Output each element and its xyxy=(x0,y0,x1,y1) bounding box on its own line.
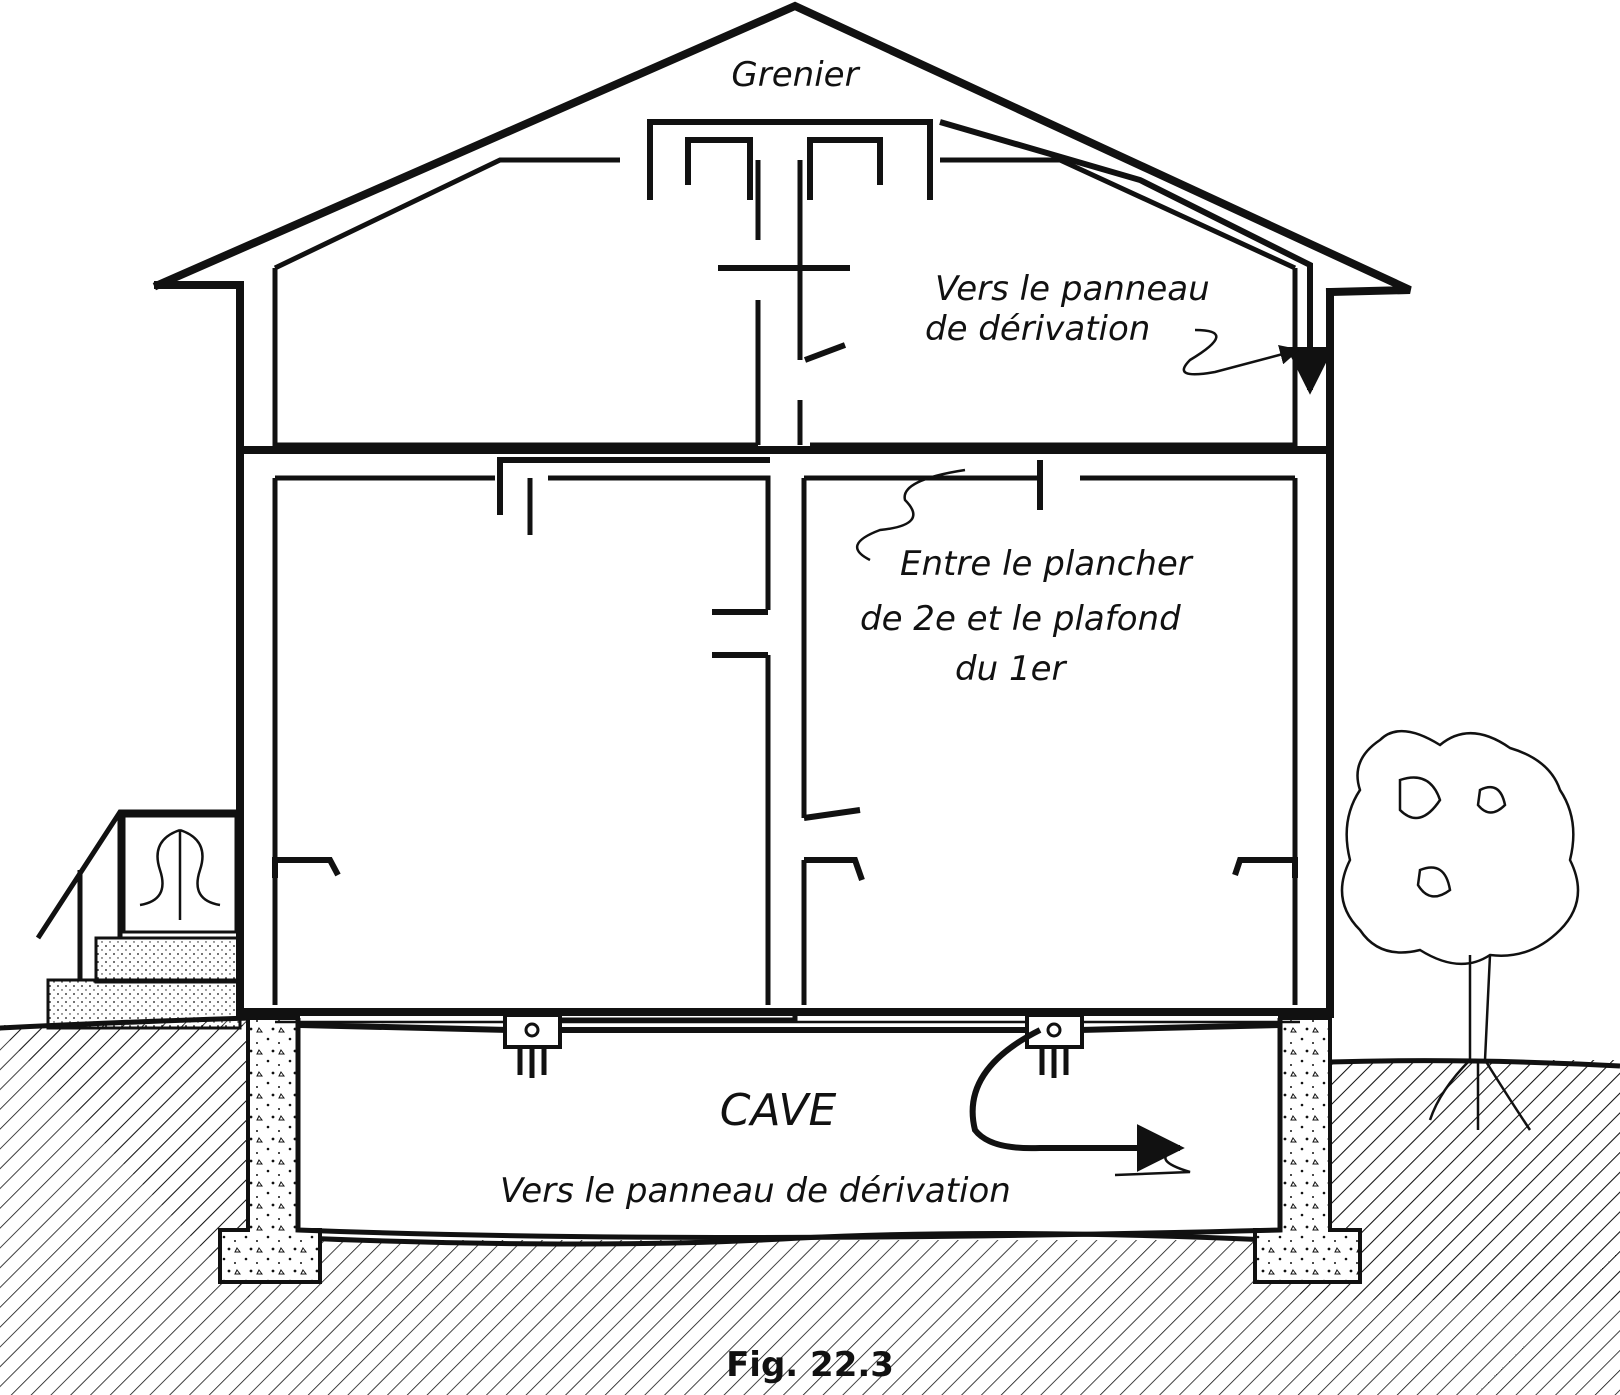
basement xyxy=(295,1018,1283,1240)
to-panel-top-label-line1: Vers le panneau xyxy=(935,269,1210,309)
duct-runs xyxy=(272,119,1334,1033)
attic-label: Grenier xyxy=(731,55,860,95)
annotation-leaders xyxy=(856,328,1300,1177)
porch-stairs xyxy=(35,809,242,1030)
to-panel-bottom-label: Vers le panneau de dérivation xyxy=(500,1171,1011,1211)
house-shell xyxy=(152,1,1412,1024)
between-floors-label-line1: Entre le plancher xyxy=(900,544,1194,584)
tree xyxy=(1340,729,1580,1131)
between-floors-label-line2: de 2e et le plafond xyxy=(860,599,1181,639)
junction-box-right xyxy=(969,1013,1185,1172)
to-panel-top-label-line2: de dérivation xyxy=(925,309,1150,349)
basement-label: CAVE xyxy=(720,1085,837,1136)
figure-caption: Fig. 22.3 xyxy=(726,1345,894,1385)
junction-box-left xyxy=(503,1013,562,1078)
between-floors-label-line3: du 1er xyxy=(955,649,1067,689)
